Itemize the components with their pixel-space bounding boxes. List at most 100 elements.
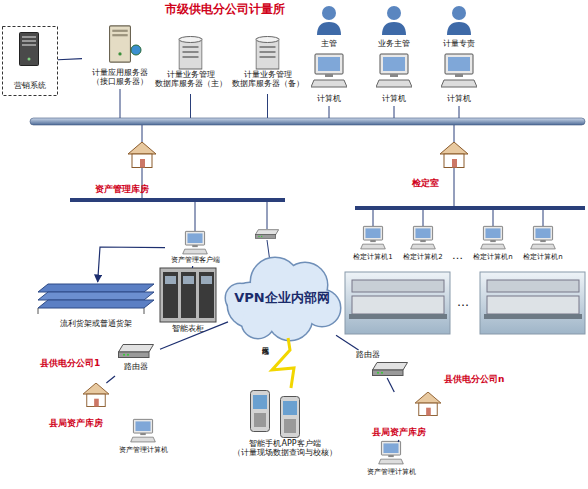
network-bus xyxy=(70,198,285,202)
connector xyxy=(336,335,359,350)
computer-icon xyxy=(531,226,556,249)
network-node: 计量专责 xyxy=(436,5,482,51)
connector xyxy=(272,338,294,388)
node-label: 流利货架或普通货架 xyxy=(36,319,156,328)
dashed-frame xyxy=(3,27,58,96)
cabinet-window xyxy=(183,276,194,284)
house-icon xyxy=(128,142,156,168)
node-label: 资产管理计算机 xyxy=(113,446,173,454)
main-bus xyxy=(30,118,585,125)
annotation-label: 县供电分公司1 xyxy=(40,358,100,368)
network-node: 检定计算机1 xyxy=(348,225,398,267)
test-bench-photo xyxy=(345,272,450,334)
house-icon xyxy=(440,142,468,168)
network-node: 资产管理客户端 xyxy=(165,228,225,268)
computer-icon xyxy=(131,419,156,442)
cabinet-door xyxy=(163,272,178,318)
network-node: 计算机 xyxy=(437,52,481,106)
cabinet-window xyxy=(201,276,212,284)
node-label: 路由器 xyxy=(112,362,160,371)
computer-icon xyxy=(311,54,347,87)
router-icon xyxy=(255,230,278,239)
wire xyxy=(267,94,268,118)
node-label: 计量专责 xyxy=(436,39,482,48)
bus-drop-lines xyxy=(120,89,543,262)
node-label: 智能手机APP客户端 （计量现场数据查询与校核） xyxy=(215,439,355,457)
node-label: 检定计算机1 xyxy=(348,253,398,261)
wire xyxy=(459,106,460,118)
network-node: 检定计算机n xyxy=(468,225,518,267)
node-label: 县局资产库房 xyxy=(372,428,426,438)
network-node: 资产管理计算机 xyxy=(360,440,422,484)
connector xyxy=(398,440,400,442)
network-node: 计量应用服务器 （接口服务器） xyxy=(82,25,158,89)
cabinet-door xyxy=(199,272,214,318)
computer-icon xyxy=(361,226,386,249)
title-text: 市级供电分公司计量所 xyxy=(150,3,300,17)
network-node: 检定室 xyxy=(400,142,480,194)
wire xyxy=(454,125,455,143)
shelf-layer xyxy=(38,284,154,292)
shelf-layer xyxy=(38,300,154,308)
bench-desk xyxy=(349,314,447,319)
wire xyxy=(329,106,330,118)
computer-icon xyxy=(411,226,436,249)
house-icon xyxy=(83,383,109,407)
shelf-leg xyxy=(38,308,39,314)
computer-icon xyxy=(379,441,404,464)
network-node: 流利货架或普通货架 xyxy=(36,282,156,332)
computer-icon xyxy=(376,54,412,87)
bench-body xyxy=(487,296,579,314)
node-label: 检定计算机n xyxy=(468,253,518,261)
database-icon xyxy=(179,37,202,70)
shelf-leg xyxy=(144,308,145,314)
node-label: 智能表柜 xyxy=(158,324,218,333)
network-node: 智能手机APP客户端 （计量现场数据查询与校核） xyxy=(215,388,355,466)
cabinet-body xyxy=(160,268,216,322)
node-label: 路由器 xyxy=(350,350,386,359)
network-node: 计量业务管理 数据库服务器（主） xyxy=(153,38,228,96)
wire xyxy=(267,202,268,229)
router-icon xyxy=(119,345,154,358)
cloud-fill xyxy=(226,258,340,340)
wire xyxy=(454,167,455,206)
wire xyxy=(190,94,191,118)
network-node: 计量业务管理 数据库服务器（备） xyxy=(230,38,305,96)
network-node: 资产管理库房 xyxy=(84,142,160,198)
node-label: 主管 xyxy=(306,39,352,48)
person-icon xyxy=(317,6,341,35)
node-label: 检定计算机2 xyxy=(398,253,448,261)
computer-icon xyxy=(481,226,506,249)
node-label: 营销系统 xyxy=(2,81,58,90)
node-label: 资产管理计算机 xyxy=(360,468,422,476)
bench-desk xyxy=(484,314,582,319)
wire xyxy=(373,210,374,226)
person-icon xyxy=(447,6,471,35)
person-icon xyxy=(382,6,406,35)
node-label: 计量业务管理 数据库服务器（备） xyxy=(230,71,305,88)
wire xyxy=(543,210,544,226)
wire xyxy=(394,106,395,118)
cabinet-icon xyxy=(160,268,216,322)
node-label: 计量业务管理 数据库服务器（主） xyxy=(153,71,228,88)
bench-panel xyxy=(352,280,444,292)
bench-body xyxy=(352,296,444,314)
node-label: VPN企业内部网 xyxy=(228,291,336,306)
network-node: 县局资产库房 xyxy=(38,383,113,433)
network-node: 路由器 xyxy=(112,342,160,376)
bench-panel xyxy=(487,280,579,292)
network-bus xyxy=(355,206,585,210)
network-node: 路由器 xyxy=(350,350,410,378)
network-node: 计算机 xyxy=(307,52,351,106)
network-node: 县局资产库房 xyxy=(372,392,442,442)
computer-icon xyxy=(183,231,208,254)
node-label: 县局资产库房 xyxy=(38,419,113,429)
network-node: 主管 xyxy=(306,5,352,51)
network-node: 检定计算机2 xyxy=(398,225,448,267)
shelf-layer xyxy=(38,292,154,300)
node-label: 资产管理库房 xyxy=(84,184,160,194)
node-label: 检定室 xyxy=(400,178,450,188)
cloud-outline xyxy=(226,258,340,340)
